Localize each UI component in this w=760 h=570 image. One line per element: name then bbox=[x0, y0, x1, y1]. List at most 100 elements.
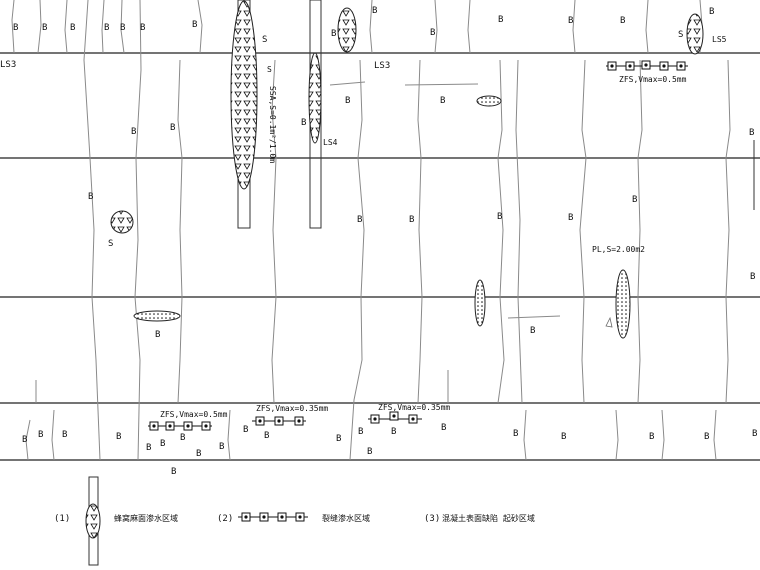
b-marker: B bbox=[568, 213, 573, 223]
b-marker: B bbox=[120, 23, 125, 33]
crack-line bbox=[507, 315, 561, 319]
b-marker: B bbox=[513, 429, 518, 439]
b-marker: B bbox=[409, 215, 414, 225]
b-marker: B bbox=[13, 23, 18, 33]
ls-label: LS5 bbox=[712, 35, 727, 44]
b-marker: B bbox=[568, 16, 573, 26]
b-marker: B bbox=[88, 192, 93, 202]
b-marker: B bbox=[192, 20, 197, 30]
b-marker: B bbox=[752, 429, 757, 439]
crack-line bbox=[369, 0, 373, 54]
b-marker: B bbox=[243, 425, 248, 435]
b-marker: B bbox=[62, 430, 67, 440]
b-marker: B bbox=[632, 195, 637, 205]
defect-fill bbox=[616, 270, 630, 338]
b-marker: B bbox=[440, 96, 445, 106]
b-marker: B bbox=[264, 431, 269, 441]
crack-line bbox=[637, 59, 643, 404]
crack-line bbox=[329, 81, 366, 86]
crack-line bbox=[661, 409, 665, 461]
b-marker: B bbox=[331, 29, 336, 39]
b-marker: B bbox=[155, 330, 160, 340]
crack-seepage-rows bbox=[148, 60, 688, 431]
b-marker: B bbox=[336, 434, 341, 444]
crack-line bbox=[227, 409, 231, 461]
crack-line bbox=[572, 0, 576, 54]
legend-item-number: (2) bbox=[217, 514, 233, 524]
defect-marker bbox=[605, 316, 613, 328]
defect-fill bbox=[475, 280, 485, 326]
ls-label: LS3 bbox=[0, 60, 16, 70]
crack-line bbox=[51, 409, 55, 461]
b-marker: B bbox=[709, 7, 714, 17]
b-marker: B bbox=[497, 212, 502, 222]
crack-line bbox=[177, 59, 183, 404]
b-marker: B bbox=[131, 127, 136, 137]
crack-line bbox=[64, 0, 68, 54]
crack-line bbox=[645, 0, 649, 54]
s-label: S bbox=[267, 65, 272, 74]
b-marker: B bbox=[196, 449, 201, 459]
honeycomb-fill bbox=[231, 1, 257, 189]
crack-line bbox=[134, 0, 142, 461]
legend: (1) 蜂窝麻面渗水区域 (2) 裂缝渗水区域 (3) 混凝土表面缺陷 起砂区域 bbox=[54, 476, 535, 566]
crack-line bbox=[349, 59, 365, 461]
b-marker: B bbox=[749, 128, 754, 138]
b-marker: B bbox=[750, 272, 755, 282]
b-marker: B bbox=[160, 439, 165, 449]
b-marker: B bbox=[561, 432, 566, 442]
honeycomb-fill bbox=[111, 211, 133, 233]
crack-line bbox=[404, 83, 479, 86]
legend-item-text: 混凝土表面缺陷 起砂区域 bbox=[442, 513, 535, 523]
legend-item-number: (1) bbox=[54, 514, 70, 524]
honeycomb-seepage-areas bbox=[110, 0, 704, 234]
b-marker: B bbox=[146, 443, 151, 453]
b-marker: B bbox=[70, 23, 75, 33]
crack-line bbox=[101, 0, 105, 54]
honeycomb-fill bbox=[687, 14, 703, 54]
b-marker: B bbox=[357, 215, 362, 225]
crack-line bbox=[713, 409, 717, 461]
crack-line bbox=[197, 0, 203, 54]
ls-label: LS3 bbox=[374, 61, 390, 71]
defect-fill bbox=[134, 311, 180, 321]
zfs-label: ZFS,Vmax=0.5mm bbox=[160, 410, 228, 419]
crack-line bbox=[25, 419, 31, 461]
b-marker: B bbox=[358, 427, 363, 437]
b-marker: B bbox=[140, 23, 145, 33]
b-marker: B bbox=[38, 430, 43, 440]
crack-line bbox=[271, 59, 277, 404]
b-marker: B bbox=[104, 23, 109, 33]
pl-label: PL,S=2.00m2 bbox=[592, 245, 645, 254]
b-marker: B bbox=[441, 423, 446, 433]
b-markers: B B B B B B B B B B B B B B B B B B B B … bbox=[13, 6, 757, 477]
crack-line bbox=[11, 0, 15, 54]
zfs-label: ZFS,Vmax=0.5mm bbox=[619, 75, 687, 84]
crack-line bbox=[83, 0, 101, 461]
crack-line bbox=[515, 59, 523, 404]
s-label: S bbox=[678, 30, 683, 40]
legend-item-number: (3) bbox=[424, 514, 440, 524]
b-marker: B bbox=[301, 118, 306, 128]
crack-line bbox=[497, 59, 505, 404]
annotation-labels: LS3 LS3 LS4 LS5 S S S S ZFS,Vmax=0.5mm Z… bbox=[0, 30, 727, 419]
b-marker: B bbox=[391, 427, 396, 437]
s-label: S bbox=[108, 239, 113, 249]
ls-label: LS4 bbox=[323, 138, 338, 147]
crack-line bbox=[37, 0, 42, 54]
b-marker: B bbox=[649, 432, 654, 442]
surface-defect-areas bbox=[133, 95, 631, 339]
b-marker: B bbox=[430, 28, 435, 38]
crack-line bbox=[579, 59, 587, 404]
legend-item-text: 蜂窝麻面渗水区域 bbox=[114, 513, 178, 523]
b-marker: B bbox=[116, 432, 121, 442]
legend-item-text: 裂缝渗水区域 bbox=[322, 513, 370, 523]
b-marker: B bbox=[42, 23, 47, 33]
b-marker: B bbox=[219, 442, 224, 452]
b-marker: B bbox=[498, 15, 503, 25]
crack-line bbox=[725, 59, 731, 404]
b-marker: B bbox=[704, 432, 709, 442]
crack-line bbox=[417, 59, 423, 404]
honeycomb-fill bbox=[309, 53, 321, 143]
